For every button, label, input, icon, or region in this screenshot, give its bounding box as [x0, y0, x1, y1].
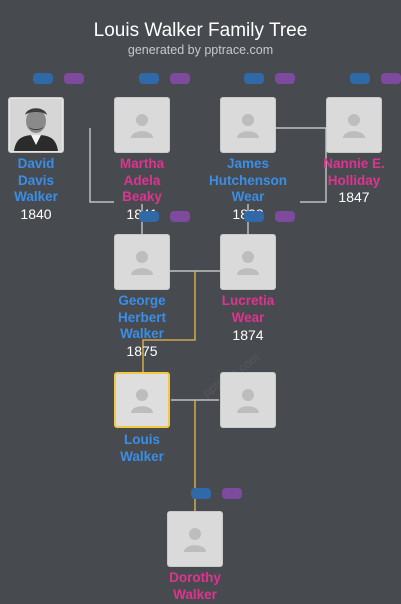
mother-link-pill[interactable] [64, 73, 84, 84]
person-placeholder-icon [131, 389, 153, 413]
person-year-david: 1840 [20, 206, 52, 222]
person-card-james[interactable] [220, 97, 276, 153]
person-card-martha[interactable] [114, 97, 170, 153]
person-placeholder-icon [131, 251, 153, 275]
person-card-lucretia[interactable] [220, 234, 276, 290]
person-year-nannie: 1847 [338, 189, 370, 205]
person-card-louis[interactable] [114, 372, 170, 428]
lineage-george-louis [142, 271, 196, 372]
father-link-pill[interactable] [244, 211, 264, 222]
father-link-pill[interactable] [33, 73, 53, 84]
page-subtitle: generated by pptrace.com [127, 43, 274, 57]
person-card-george[interactable] [114, 234, 170, 290]
mother-link-pill[interactable] [381, 73, 401, 84]
person-name-nannie[interactable]: Nannie E. Holliday [323, 156, 385, 188]
person-name-george[interactable]: George Herbert Walker [117, 293, 166, 341]
person-placeholder-icon [237, 114, 259, 138]
person-name-james[interactable]: James Hutchenson Wear [208, 156, 287, 204]
person-name-louis[interactable]: Louis Walker [120, 432, 164, 464]
father-link-pill[interactable] [139, 73, 159, 84]
person-card-spouse[interactable] [220, 372, 276, 428]
father-link-pill[interactable] [244, 73, 264, 84]
person-name-martha[interactable]: Martha Adela Beaky [119, 156, 165, 204]
person-placeholder-icon [237, 389, 259, 413]
connector-james-nannie [276, 127, 327, 203]
person-placeholder-icon [184, 528, 206, 552]
person-year-george: 1875 [126, 343, 158, 359]
father-link-pill[interactable] [139, 211, 159, 222]
father-link-pill[interactable] [350, 73, 370, 84]
person-name-lucretia[interactable]: Lucretia Wear [221, 293, 275, 325]
page-title: Louis Walker Family Tree [93, 20, 308, 41]
person-card-dorothy[interactable] [167, 511, 223, 567]
person-placeholder-icon [131, 114, 153, 138]
portrait-photo [10, 99, 62, 151]
mother-link-pill[interactable] [170, 211, 190, 222]
mother-link-pill[interactable] [222, 488, 242, 499]
person-card-nannie[interactable] [326, 97, 382, 153]
person-placeholder-icon [237, 251, 259, 275]
mother-link-pill[interactable] [275, 211, 295, 222]
person-card-david[interactable] [8, 97, 64, 153]
person-year-lucretia: 1874 [232, 327, 264, 343]
connector-david-martha [89, 128, 114, 203]
person-name-david[interactable]: David Davis Walker [14, 156, 58, 204]
mother-link-pill[interactable] [170, 73, 190, 84]
person-placeholder-icon [343, 114, 365, 138]
father-link-pill[interactable] [191, 488, 211, 499]
person-name-dorothy[interactable]: Dorothy Walker [169, 570, 221, 602]
mother-link-pill[interactable] [275, 73, 295, 84]
